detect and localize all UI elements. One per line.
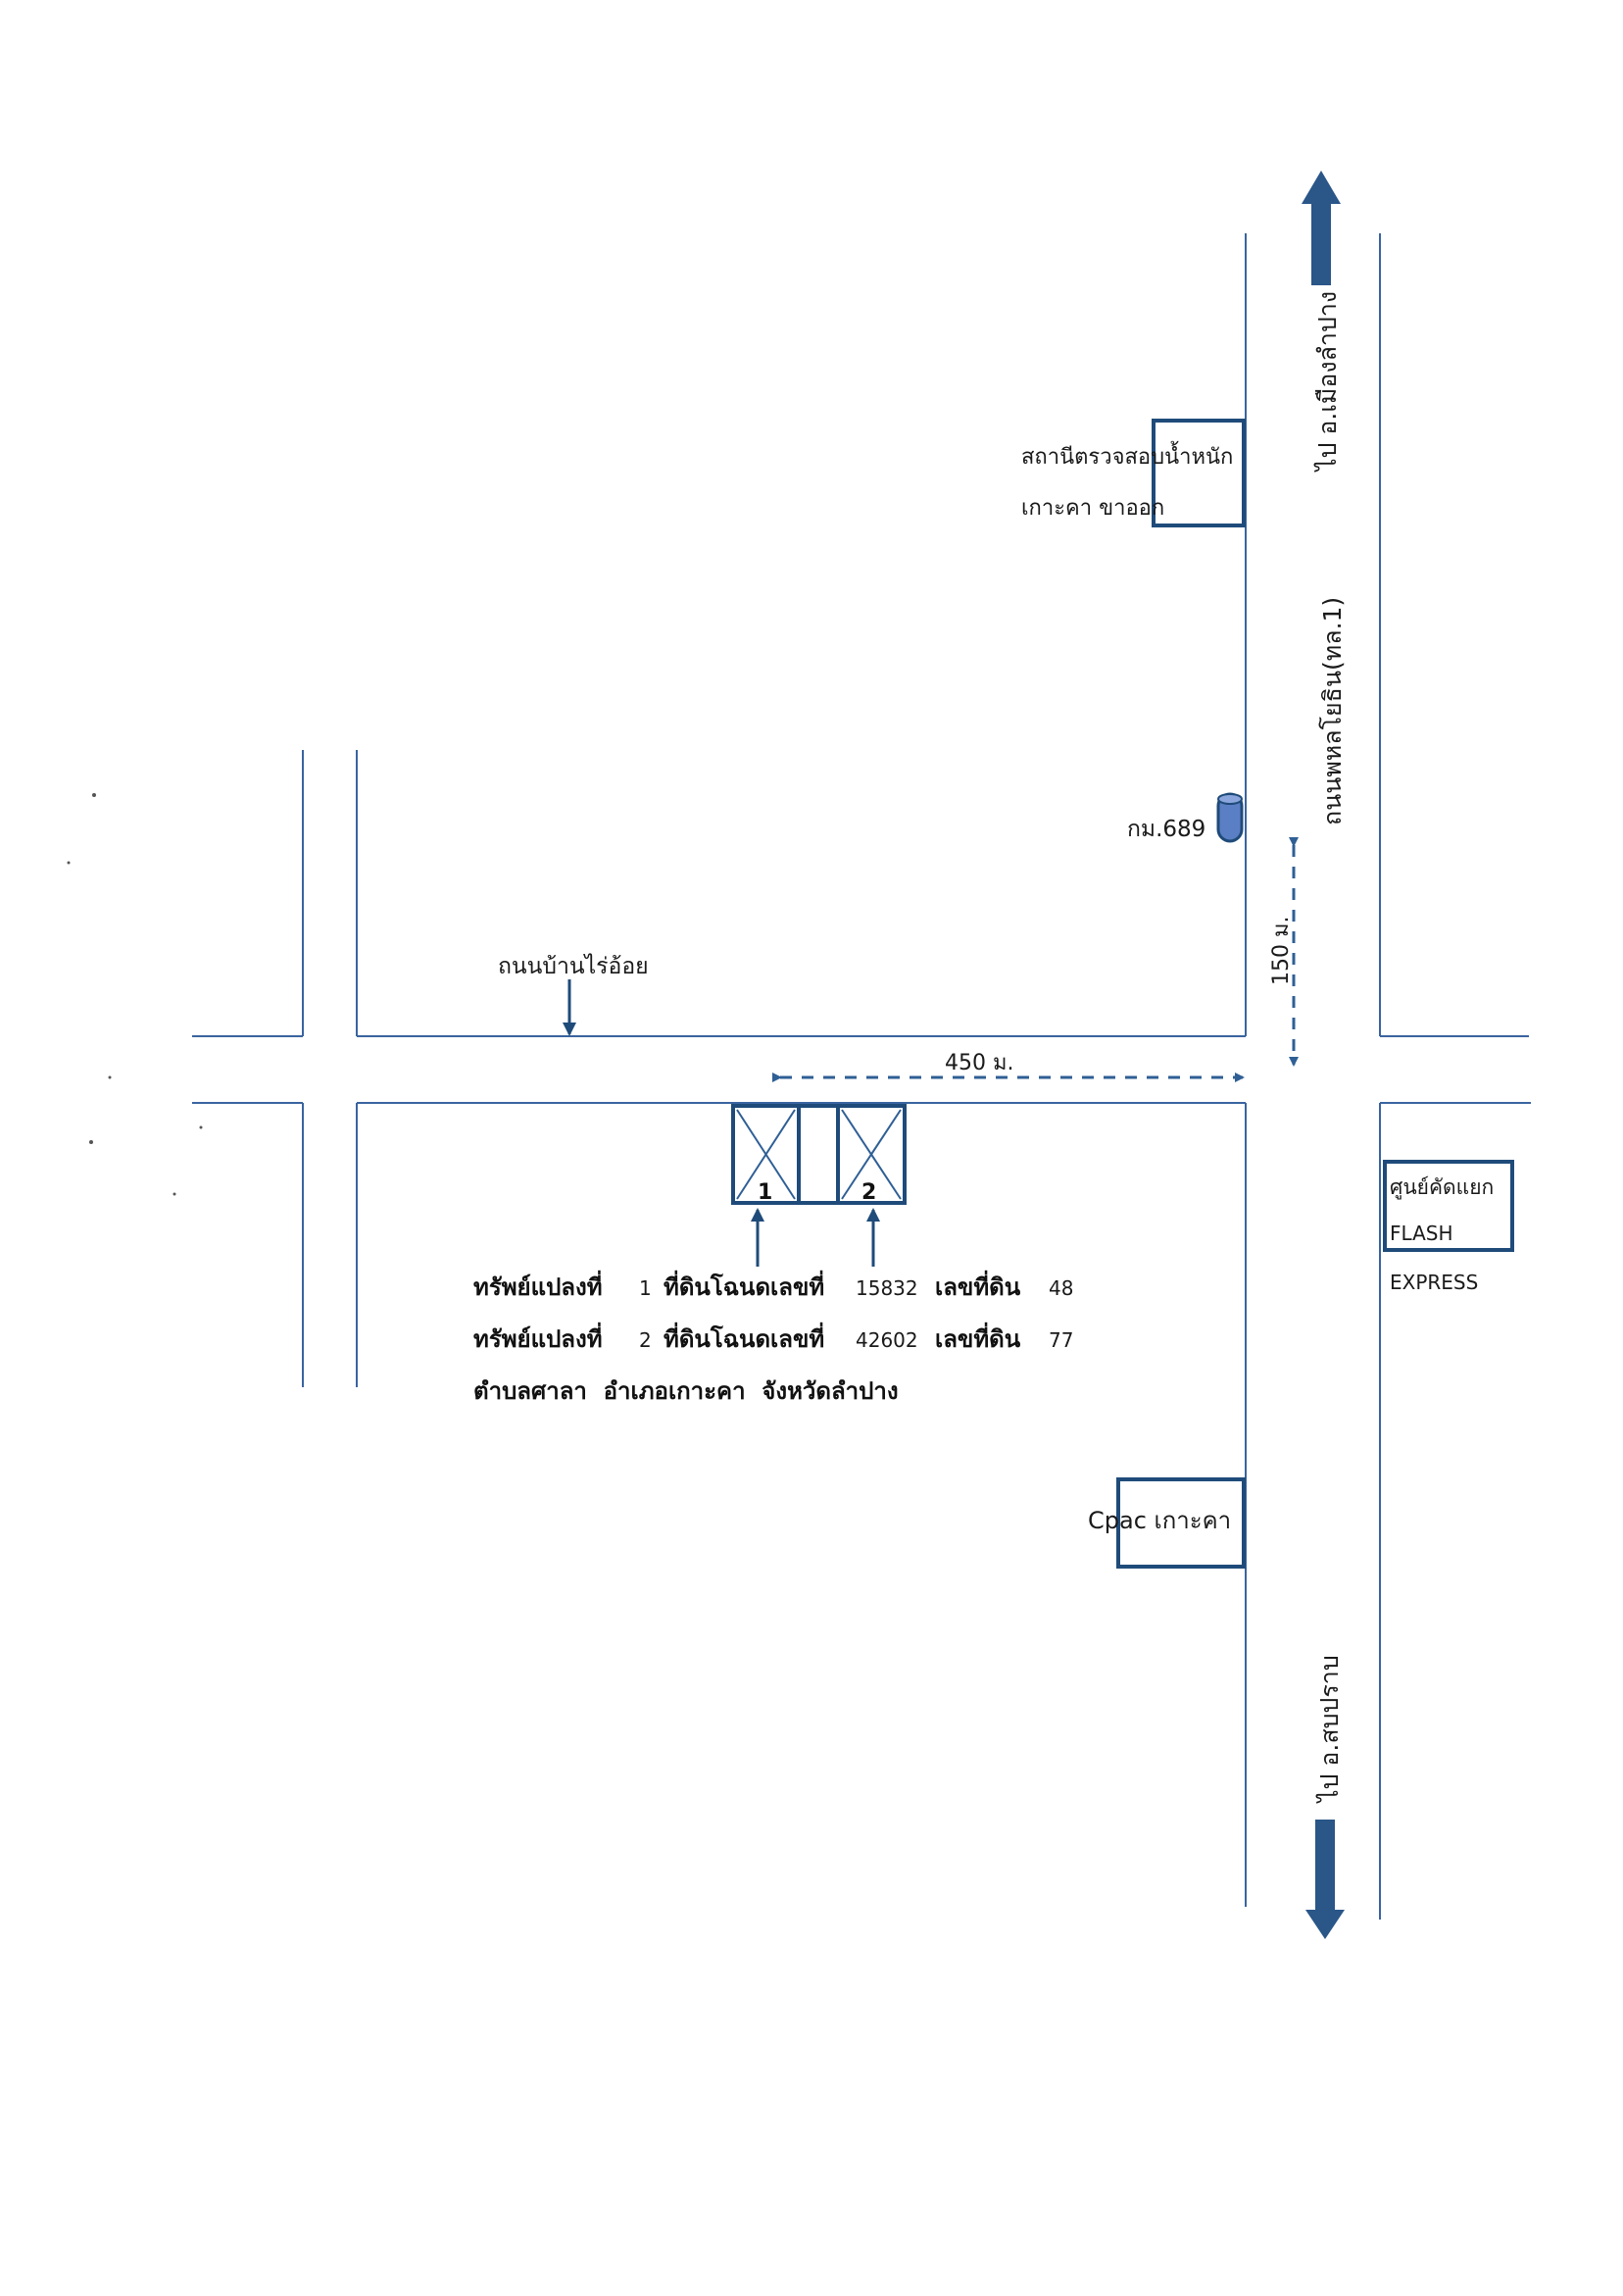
side-cross-road	[302, 750, 358, 1387]
label-phahonyothin-road: ถนนพหลโยธิน(ทล.1)	[1318, 597, 1347, 825]
desc-row2-plot-no: 2	[639, 1328, 652, 1352]
flash-express-label-line1: ศูนย์คัดแยก	[1390, 1175, 1494, 1200]
north-arrow	[1302, 171, 1341, 285]
plot-description: ทรัพย์แปลงที่ 1 ที่ดินโฉนดเลขที่ 15832 เ…	[473, 1270, 1073, 1405]
weigh-station-box	[1152, 419, 1246, 527]
desc-row2-land-label: เลขที่ดิน	[935, 1322, 1021, 1353]
desc-row1-deed-label: ที่ดินโฉนดเลขที่	[664, 1270, 824, 1301]
flash-express-label-line2: FLASH	[1390, 1222, 1453, 1245]
km-marker-icon	[1216, 792, 1244, 843]
scan-specks	[67, 793, 203, 1196]
distance-450-label: 450 ม.	[945, 1051, 1013, 1075]
weigh-station-label-line1: สถานีตรวจสอบน้ำหนัก	[1021, 441, 1233, 470]
distance-150-label: 150 ม.	[1269, 917, 1294, 985]
desc-row2-label: ทรัพย์แปลงที่	[473, 1322, 603, 1353]
cpac-label: Cpac เกาะคา	[1088, 1507, 1231, 1534]
label-to-sop-prap: ไป อ.สบปราบ	[1315, 1655, 1344, 1804]
cpac-box	[1116, 1477, 1246, 1569]
desc-row1-label: ทรัพย์แปลงที่	[473, 1270, 603, 1301]
desc-row2-deed-no: 42602	[856, 1328, 918, 1352]
desc-row1-land-label: เลขที่ดิน	[935, 1270, 1021, 1301]
plot-1-number: 1	[758, 1180, 772, 1205]
desc-row1-plot-no: 1	[639, 1276, 652, 1300]
land-plot-2	[836, 1104, 907, 1205]
south-arrow	[1305, 1820, 1345, 1939]
desc-row1-land-no: 48	[1049, 1276, 1073, 1300]
weigh-station-label-line2: เกาะคา ขาออก	[1021, 496, 1164, 521]
desc-row2-deed-label: ที่ดินโฉนดเลขที่	[664, 1322, 824, 1353]
land-plot-divider	[797, 1104, 840, 1205]
km-marker-label: กม.689	[1127, 817, 1205, 842]
desc-row2-land-no: 77	[1049, 1328, 1073, 1352]
ban-rai-oi-road-label: ถนนบ้านไร่อ้อย	[498, 953, 649, 979]
highway-road	[1245, 233, 1381, 1920]
desc-row1-deed-no: 15832	[856, 1276, 918, 1300]
desc-row3-location: ตำบลศาลา อำเภอเกาะคา จังหวัดลำปาง	[473, 1377, 899, 1405]
label-to-lampang: ไป อ.เมืองลำปาง	[1313, 291, 1342, 473]
ban-rai-oi-road	[192, 1035, 1531, 1104]
flash-express-box	[1383, 1160, 1514, 1252]
plot-2-number: 2	[861, 1180, 876, 1205]
flash-express-label-line3: EXPRESS	[1390, 1271, 1478, 1294]
